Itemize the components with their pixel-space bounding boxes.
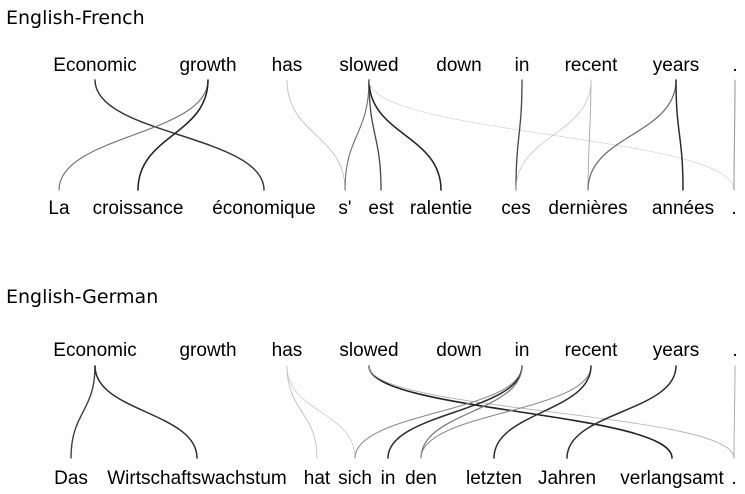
alignment-link (587, 79, 592, 191)
alignment-link (368, 79, 442, 191)
panel-english-french: English-French Economic growth has slowed do… (6, 7, 738, 219)
alignment-link (368, 365, 735, 459)
target-token: est (368, 198, 394, 219)
source-token: . (732, 55, 737, 76)
alignment-link (137, 79, 209, 191)
alignment-link (515, 79, 523, 191)
target-token: croissance (93, 198, 184, 219)
alignment-link (733, 79, 736, 191)
panel-title: English-German (6, 286, 158, 308)
target-token: s' (338, 198, 351, 219)
target-token: den (405, 468, 437, 489)
target-token: hat (304, 468, 331, 489)
alignment-link (344, 79, 370, 191)
source-sentence: Economic growth has slowed down in recent years… (53, 340, 737, 361)
source-token: . (732, 340, 737, 361)
source-token: slowed (339, 340, 398, 361)
target-token: verlangsamt (620, 468, 724, 489)
source-token: in (515, 55, 530, 76)
source-token: years (653, 340, 699, 361)
source-token: recent (565, 340, 619, 361)
target-token: années (652, 198, 714, 219)
source-token: years (653, 55, 699, 76)
target-token: Das (54, 468, 88, 489)
source-token: Economic (53, 340, 136, 361)
alignment-link (387, 365, 523, 459)
target-token: économique (212, 198, 316, 219)
alignment-link (286, 365, 318, 459)
alignment-link (94, 79, 265, 191)
alignment-link (368, 365, 673, 459)
alignment-link (368, 79, 735, 191)
alignment-link (70, 365, 96, 459)
target-token: . (731, 198, 736, 219)
panel-title: English-French (6, 7, 145, 29)
panel-english-german: English-German Economic growth has slowed do… (6, 286, 738, 489)
alignment-link (58, 79, 209, 191)
alignment-link (420, 365, 592, 459)
source-token: in (515, 340, 530, 361)
target-token: La (48, 198, 70, 219)
target-token: Jahren (538, 468, 596, 489)
alignment-link (493, 365, 592, 459)
alignment-link (587, 79, 677, 191)
alignment-link (286, 79, 346, 191)
alignment-link (515, 79, 592, 191)
alignment-link (368, 79, 382, 191)
target-token: in (381, 468, 396, 489)
alignment-links (58, 79, 736, 191)
target-token: letzten (466, 468, 522, 489)
source-token: growth (179, 55, 236, 76)
alignment-link (286, 365, 356, 459)
target-token: sich (338, 468, 372, 489)
target-token: . (731, 468, 736, 489)
source-token: down (436, 340, 481, 361)
alignment-link (420, 365, 523, 459)
alignment-links (70, 365, 736, 459)
source-sentence: Economic growth has slowed down in recent years… (53, 55, 737, 76)
source-token: has (272, 55, 303, 76)
target-token: ces (501, 198, 531, 219)
source-token: recent (565, 55, 619, 76)
target-token: Wirtschaftswachstum (107, 468, 286, 489)
alignment-link (94, 365, 198, 459)
source-token: growth (179, 340, 236, 361)
source-token: Economic (53, 55, 136, 76)
source-token: down (436, 55, 481, 76)
alignment-link (733, 365, 736, 459)
alignment-link (675, 79, 684, 191)
target-token: dernières (548, 198, 627, 219)
target-token: ralentie (410, 198, 472, 219)
source-token: has (272, 340, 303, 361)
source-token: slowed (339, 55, 398, 76)
alignment-link (566, 365, 677, 459)
alignment-link (354, 365, 523, 459)
